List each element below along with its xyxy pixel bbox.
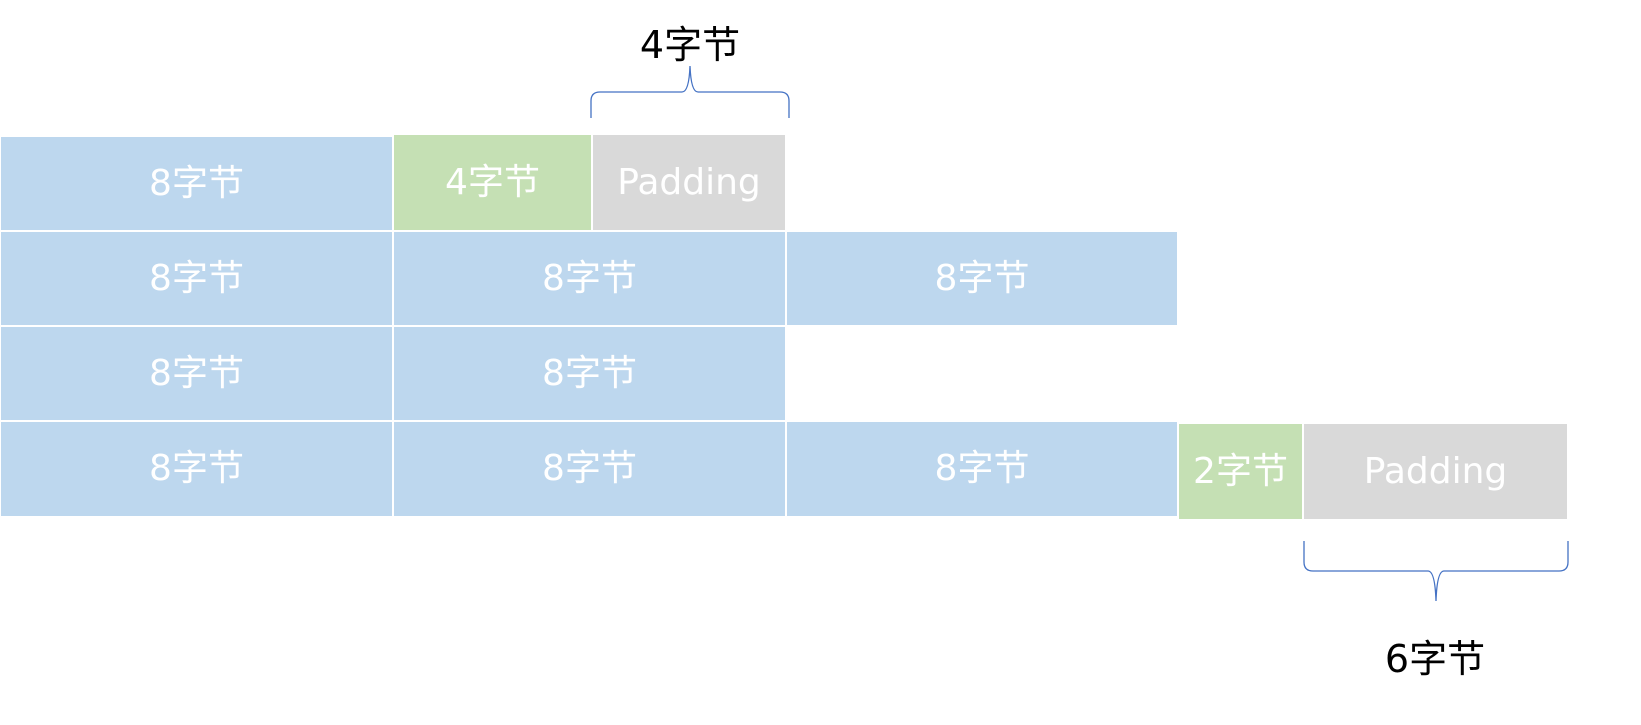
top-brace — [590, 65, 790, 118]
row3-block-1: 8字节 — [0, 326, 393, 421]
row4-block-1: 8字节 — [0, 421, 393, 517]
row4-block-padding: Padding — [1303, 423, 1568, 520]
row2-block-2: 8字节 — [393, 231, 786, 326]
row1-block-padding: Padding — [592, 134, 786, 231]
row4-block-2: 8字节 — [393, 421, 786, 517]
top-padding-size-label: 4字节 — [639, 23, 741, 67]
row4-block-2-bytes: 2字节 — [1178, 423, 1303, 520]
bottom-padding-size-label: 6字节 — [1384, 637, 1486, 681]
row3-block-2: 8字节 — [393, 326, 786, 421]
row1-block-4-bytes: 4字节 — [393, 134, 592, 231]
row2-block-1: 8字节 — [0, 231, 393, 326]
row4-block-3: 8字节 — [786, 421, 1178, 517]
row2-block-3: 8字节 — [786, 231, 1178, 326]
bottom-brace — [1303, 541, 1569, 602]
row1-block-8-bytes: 8字节 — [0, 136, 393, 231]
